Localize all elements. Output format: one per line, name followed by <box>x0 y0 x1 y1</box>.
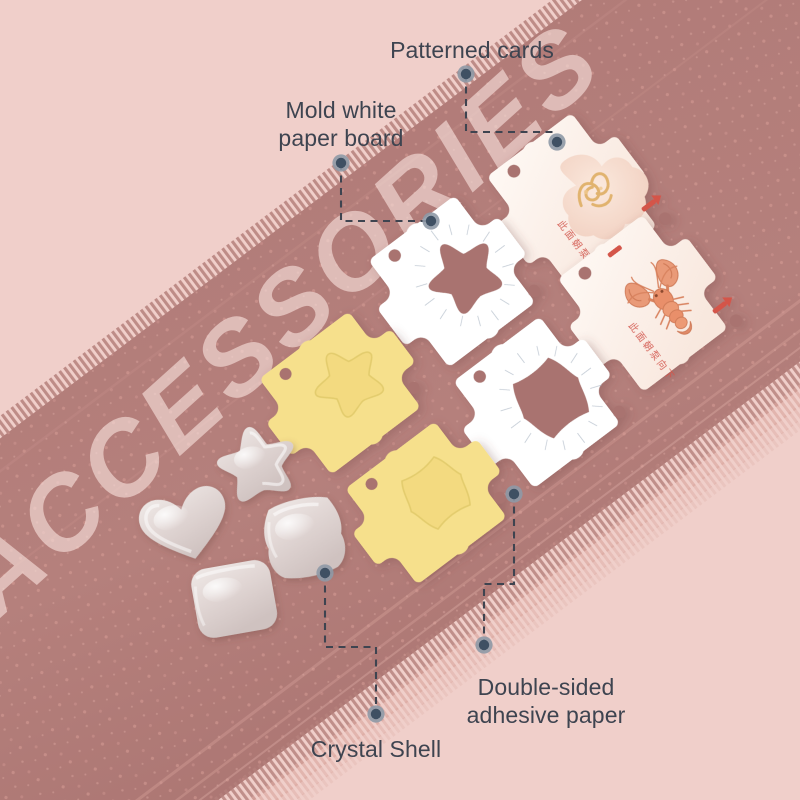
crystal-shell-square <box>191 560 278 638</box>
leader-line-double-sided-adhesive-paper <box>482 494 516 645</box>
callout-leader-lines <box>323 74 557 714</box>
crystal-shell-heart <box>138 486 226 559</box>
callout-dots <box>316 65 566 723</box>
callout-dot <box>319 567 331 579</box>
callout-dot <box>460 68 472 80</box>
crystal-shell-flower <box>264 496 346 579</box>
leader-line-patterned-cards <box>464 74 557 134</box>
callout-dot <box>508 488 520 500</box>
lobster-illustration <box>624 259 692 335</box>
crystal-shell-star <box>217 427 294 502</box>
adhesive-sheet-star <box>261 313 420 473</box>
adhesive-sheet-square <box>347 423 506 583</box>
callout-dot <box>425 215 437 227</box>
mold-board-star <box>370 197 541 366</box>
callout-dot <box>551 136 563 148</box>
mold-board-square <box>455 318 626 487</box>
patterned-card-lobster: 此面朝泵向下 <box>560 217 743 390</box>
leader-line-mold-white-paper-board <box>339 163 431 223</box>
callout-dot <box>478 639 490 651</box>
callout-dot <box>370 708 382 720</box>
callout-dot <box>335 157 347 169</box>
